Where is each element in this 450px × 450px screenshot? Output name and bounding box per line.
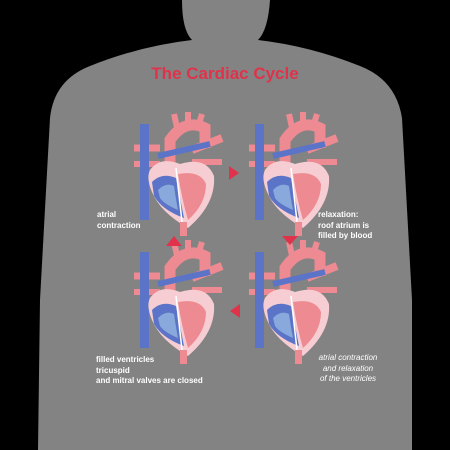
stage-label-top-left: atrial contraction [97, 210, 141, 230]
stage-label-top-right: relaxation: roof atrium is filled by blo… [318, 210, 373, 240]
stage-label-bottom-right: atrial contraction and relaxation of the… [318, 353, 378, 383]
page-title: The Cardiac Cycle [151, 64, 299, 83]
arrow-up [166, 236, 182, 246]
arrow-right [229, 166, 239, 180]
stage-label-bottom-left: filled ventricles tricuspid and mitral v… [96, 355, 203, 385]
arrow-left [230, 304, 240, 318]
arrow-down [282, 236, 298, 245]
